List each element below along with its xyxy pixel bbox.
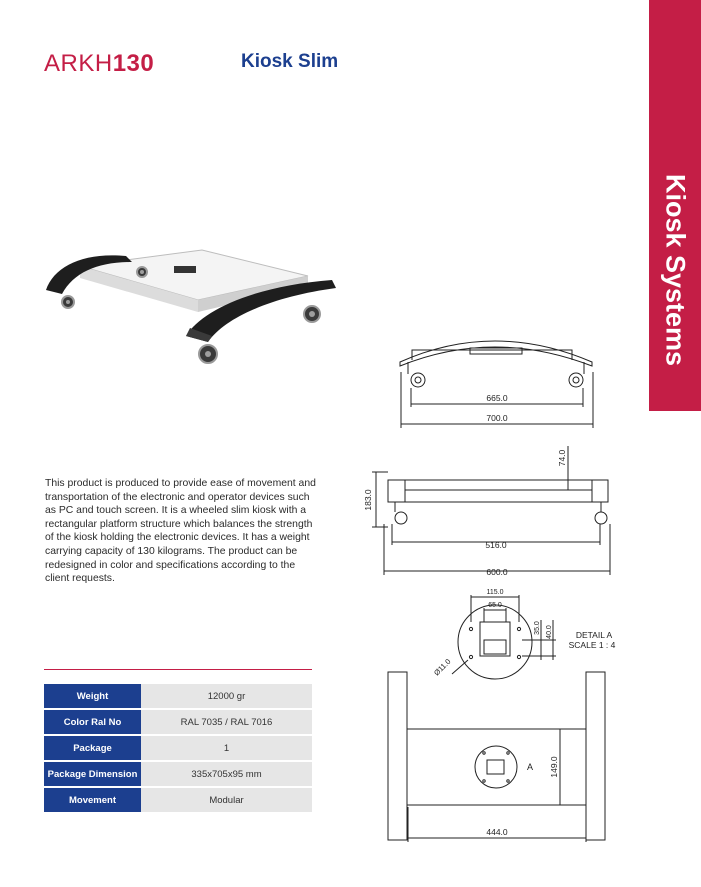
detail-title: DETAIL A bbox=[576, 630, 613, 640]
category-tab-label: Kiosk Systems bbox=[660, 173, 691, 367]
spec-value: RAL 7035 / RAL 7016 bbox=[141, 710, 312, 734]
detail-scale: SCALE 1 : 4 bbox=[569, 640, 616, 650]
dim-side-outer: 600.0 bbox=[486, 567, 508, 577]
caster-wheel bbox=[61, 266, 321, 364]
product-photo bbox=[46, 249, 336, 364]
product-code: ARKH130 bbox=[44, 50, 154, 78]
dim-front-inner: 665.0 bbox=[486, 393, 508, 403]
dim-detail-hole: Ø11.0 bbox=[432, 657, 452, 677]
left-arch-base bbox=[46, 255, 132, 294]
category-tab: Kiosk Systems bbox=[649, 0, 701, 411]
dim-side-inner: 516.0 bbox=[485, 540, 507, 550]
product-title: Kiosk Slim bbox=[241, 51, 339, 72]
dim-top-height: 149.0 bbox=[549, 756, 559, 778]
product-code-number: 130 bbox=[112, 50, 155, 77]
spec-value: 1 bbox=[141, 736, 312, 760]
dim-side-top: 74.0 bbox=[557, 449, 567, 466]
top-view bbox=[387, 671, 606, 842]
dim-detail-inner: 65.0 bbox=[488, 602, 502, 609]
dim-detail-b: 40.0 bbox=[546, 625, 553, 639]
spec-label: Weight bbox=[44, 684, 141, 708]
dim-detail-outer: 115.0 bbox=[487, 589, 504, 596]
section-divider bbox=[44, 669, 312, 670]
detail-a-view bbox=[451, 595, 556, 680]
dim-detail-a: 35.0 bbox=[534, 621, 541, 635]
spec-value: 12000 gr bbox=[141, 684, 312, 708]
spec-label: Package Dimension bbox=[44, 762, 141, 786]
spec-label: Color Ral No bbox=[44, 710, 141, 734]
dim-top-width: 444.0 bbox=[486, 827, 508, 837]
product-code-prefix: ARKH bbox=[44, 50, 113, 77]
spec-value: Modular bbox=[141, 788, 312, 812]
spec-label: Package bbox=[44, 736, 141, 760]
side-view bbox=[372, 446, 611, 575]
detail-marker: A bbox=[527, 762, 533, 772]
dim-side-height: 183.0 bbox=[363, 489, 373, 511]
product-description: This product is produced to provide ease… bbox=[45, 478, 316, 585]
dim-front-outer: 700.0 bbox=[486, 413, 508, 423]
technical-drawing: 665.0 700.0 74.0 183.0 516.0 600.0 115.0… bbox=[363, 340, 616, 842]
platform-cutout bbox=[174, 266, 196, 273]
front-view bbox=[399, 340, 594, 428]
spec-value: 335x705x95 mm bbox=[141, 762, 312, 786]
spec-label: Movement bbox=[44, 788, 141, 812]
